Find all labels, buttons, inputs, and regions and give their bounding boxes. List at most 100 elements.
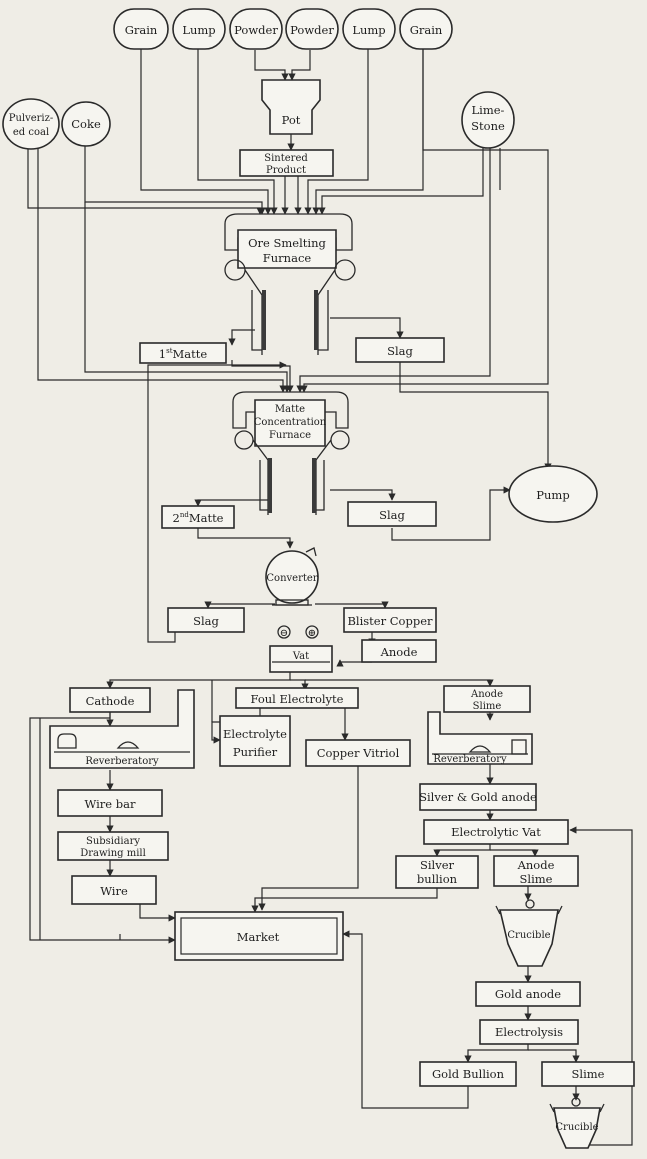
svg-text:⊕: ⊕ — [308, 628, 316, 639]
silver-gold-anode-box: Silver & Gold anode — [419, 783, 537, 811]
gold-bullion-box: Gold Bullion — [419, 1061, 517, 1087]
copper-vitriol-label: Copper Vitriol — [317, 746, 400, 760]
ore-smelting-furnace: Ore Smelting Furnace — [224, 213, 356, 355]
foul-electrolyte-box: Foul Electrolyte — [235, 687, 359, 709]
blister-copper-box: Blister Copper — [343, 607, 437, 633]
subsidiary-line-2: Drawing mill — [80, 848, 146, 859]
electrolytic-vat-box: Electrolytic Vat — [423, 819, 569, 845]
limestone-line-2: Stone — [471, 119, 505, 133]
matte-furnace-line-3: Furnace — [269, 430, 311, 441]
silver-gold-anode-label: Silver & Gold anode — [419, 790, 537, 804]
slag-1-label: Slag — [387, 344, 413, 358]
powder-1-label: Powder — [234, 23, 278, 37]
input-lump-right: Lump — [342, 8, 396, 50]
matte-concentration-furnace: Matte Concentration Furnace — [232, 391, 350, 515]
crucible-1: Crucible — [495, 899, 563, 967]
slag-2-label: Slag — [379, 508, 405, 522]
pulverized-coal-line-2: ed coal — [13, 127, 49, 138]
second-matte-box: 2ndMatte — [161, 505, 235, 529]
connector-lines — [27, 47, 633, 1146]
slag-3-label: Slag — [193, 614, 219, 628]
input-grain-right: Grain — [399, 8, 453, 50]
pump-tank: Pump — [508, 465, 598, 523]
powder-2-label: Powder — [290, 23, 334, 37]
crucible-1-label: Crucible — [507, 930, 550, 941]
input-grain-left: Grain — [113, 8, 169, 50]
electrolysis-label: Electrolysis — [495, 1025, 563, 1039]
gold-anode-box: Gold anode — [475, 981, 581, 1007]
pump-label: Pump — [536, 488, 569, 502]
sintered-line-2: Product — [266, 165, 306, 176]
slime-box: Slime — [541, 1061, 635, 1087]
electrolytic-vat-label: Electrolytic Vat — [451, 825, 541, 839]
anode-box: Anode — [361, 639, 437, 663]
foul-electrolyte-label: Foul Electrolyte — [251, 692, 344, 706]
slag-box-1: Slag — [355, 337, 445, 363]
anode-label: Anode — [380, 645, 418, 659]
pot-vessel: Pot — [261, 79, 321, 135]
electrolysis-box: Electrolysis — [479, 1019, 579, 1045]
slime-label: Slime — [572, 1067, 605, 1081]
limestone-line-1: Lime- — [472, 103, 505, 117]
gold-anode-label: Gold anode — [495, 987, 561, 1001]
first-matte-box: 1stMatte — [139, 342, 227, 364]
gold-bullion-label: Gold Bullion — [432, 1067, 505, 1081]
electrolysis-vat: ⊖ ⊕ Vat — [269, 625, 333, 673]
lump-right-label: Lump — [352, 23, 385, 37]
silver-bullion-box: Silver bullion — [395, 855, 479, 889]
pulverized-coal-line-1: Pulveriz- — [9, 113, 54, 124]
svg-text:⊖: ⊖ — [280, 628, 288, 639]
market-label: Market — [237, 930, 280, 944]
silver-bullion-line-1: Silver — [420, 858, 455, 872]
converter-label: Converter — [266, 573, 317, 584]
subsidiary-drawing-mill-box: Subsidiary Drawing mill — [57, 831, 169, 861]
reverberatory-right-label: Reverberatory — [433, 754, 507, 765]
lump-left-label: Lump — [182, 23, 215, 37]
matte-furnace-line-2: Concentration — [254, 417, 327, 428]
matte-furnace-line-1: Matte — [275, 404, 305, 415]
ore-furnace-line-1: Ore Smelting — [248, 236, 326, 250]
anode-slime-top-line-2: Slime — [473, 701, 502, 712]
input-powder-2: Powder — [285, 8, 339, 50]
crucible-2: Crucible — [549, 1097, 605, 1149]
electrolyte-purifier-line-1: Electrolyte — [223, 727, 287, 741]
anode-slime-lower-line-1: Anode — [517, 858, 555, 872]
anode-slime-box-top: Anode Slime — [443, 685, 531, 713]
crucible-2-label: Crucible — [555, 1122, 598, 1133]
pot-label: Pot — [282, 113, 301, 127]
anode-slime-box-lower: Anode Slime — [493, 855, 579, 887]
input-pulverized-coal: Pulveriz- ed coal — [2, 98, 60, 150]
grain-right-label: Grain — [410, 23, 443, 37]
input-limestone: Lime- Stone — [461, 91, 515, 149]
anode-slime-top-line-1: Anode — [470, 689, 503, 700]
copper-vitriol-box: Copper Vitriol — [305, 739, 411, 767]
reverberatory-furnace-left: Reverberatory — [49, 689, 195, 769]
wire-bar-box: Wire bar — [57, 789, 163, 817]
cathode-label: Cathode — [86, 694, 135, 708]
cathode-box: Cathode — [69, 687, 151, 713]
market-box: Market — [174, 911, 344, 961]
input-coke: Coke — [61, 101, 111, 147]
electrolyte-purifier-line-2: Purifier — [233, 745, 278, 759]
wire-box: Wire — [71, 875, 157, 905]
ore-furnace-line-2: Furnace — [263, 251, 312, 265]
converter-vessel: Converter — [265, 547, 319, 606]
anode-slime-lower-line-2: Slime — [520, 872, 553, 886]
wire-label: Wire — [100, 884, 128, 898]
blister-copper-label: Blister Copper — [347, 614, 433, 628]
coke-label: Coke — [71, 117, 101, 131]
wire-bar-label: Wire bar — [85, 797, 136, 811]
sintered-product-box: Sintered Product — [239, 149, 334, 177]
vat-label: Vat — [292, 651, 309, 662]
sintered-line-1: Sintered — [264, 153, 308, 164]
first-matte-label: 1stMatte — [159, 347, 208, 361]
reverberatory-furnace-right: Reverberatory — [427, 711, 533, 765]
subsidiary-line-1: Subsidiary — [86, 836, 140, 847]
silver-bullion-line-2: bullion — [417, 872, 458, 886]
input-powder-1: Powder — [229, 8, 283, 50]
electrolyte-purifier-box: Electrolyte Purifier — [219, 715, 291, 767]
grain-left-label: Grain — [125, 23, 158, 37]
second-matte-label: 2ndMatte — [172, 511, 223, 525]
